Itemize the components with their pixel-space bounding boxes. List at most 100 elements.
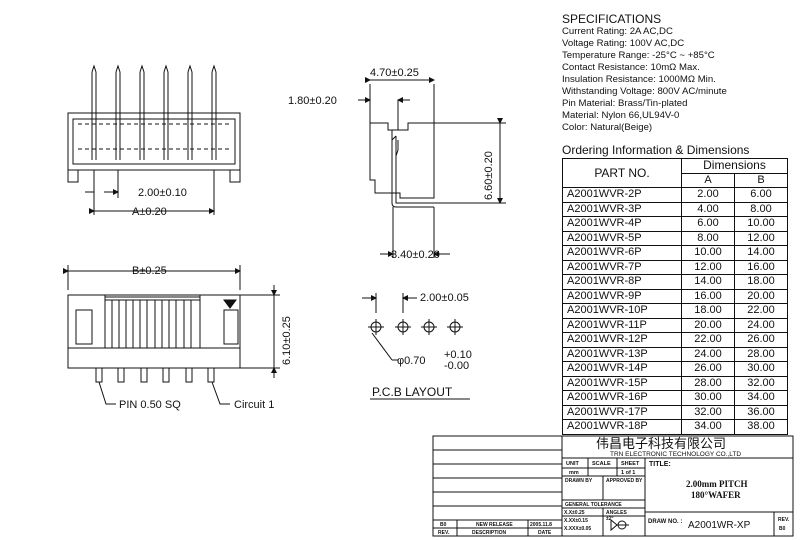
table-cell-part: A2001WVR-14P [562, 361, 682, 377]
table-cell-a: 28.00 [681, 375, 735, 391]
spec-line: Withstanding Voltage: 800V AC/minute [562, 86, 727, 97]
title-label: TITLE: [649, 461, 671, 468]
table-cell-part: A2001WVR-2P [562, 187, 682, 203]
tolerance-1: X.X±0.25 [564, 510, 585, 516]
drawing-title-line2: 180°WAFER [691, 490, 741, 500]
table-cell-b: 24.00 [734, 317, 788, 333]
scale-header: SCALE [592, 461, 611, 467]
circuit-one-label: Circuit 1 [234, 399, 274, 411]
ordering-title: Ordering Information & Dimensions [562, 143, 750, 157]
table-cell-part: A2001WVR-15P [562, 375, 682, 391]
table-cell-part: A2001WVR-17P [562, 404, 682, 420]
table-cell-part: A2001WVR-13P [562, 346, 682, 362]
table-cell-a: 24.00 [681, 346, 735, 362]
table-cell-b: 26.00 [734, 332, 788, 348]
table-cell-part: A2001WVR-11P [562, 317, 682, 333]
dimensions-header: Dimensions [681, 158, 788, 174]
company-name-en: TRN ELECTRONIC TECHNOLOGY CO.,LTD [610, 451, 741, 458]
dim-side-width-label: 4.70±0.25 [370, 67, 419, 79]
table-cell-b: 14.00 [734, 245, 788, 261]
table-cell-b: 22.00 [734, 303, 788, 319]
table-cell-a: 12.00 [681, 259, 735, 275]
dim-side-offset-label: 1.80±0.20 [288, 95, 337, 107]
table-cell-b: 30.00 [734, 361, 788, 377]
drawing-number: A2001WR-XP [688, 520, 751, 531]
table-cell-a: 22.00 [681, 332, 735, 348]
specifications-title: SPECIFICATIONS [562, 12, 662, 26]
spec-line: Color: Natural(Beige) [562, 122, 653, 133]
table-cell-a: 32.00 [681, 404, 735, 420]
general-tolerance-label: GENERAL TOLERANCE [565, 502, 622, 508]
rev-number: B0 [779, 526, 786, 532]
dim-pcb-pitch-label: 2.00±0.05 [420, 292, 469, 304]
rev-row-desc: NEW RELEASE [476, 522, 513, 528]
table-cell-b: 10.00 [734, 216, 788, 232]
table-cell-b: 20.00 [734, 288, 788, 304]
dimension-b-header: B [734, 172, 788, 188]
angles-label: ANGLES [606, 510, 628, 516]
tolerance-3: X.XXX±0.05 [564, 526, 591, 532]
dim-side-foot-label: 3.40±0.20 [391, 249, 440, 261]
dim-hole-dia-label: φ0.70 [397, 355, 426, 367]
table-cell-a: 8.00 [681, 230, 735, 246]
table-cell-a: 10.00 [681, 245, 735, 261]
table-cell-part: A2001WVR-3P [562, 201, 682, 217]
table-cell-b: 18.00 [734, 274, 788, 290]
table-cell-b: 28.00 [734, 346, 788, 362]
unit-value: mm [569, 470, 579, 476]
company-name-cn: 伟昌电子科技有限公司 [596, 437, 726, 452]
tolerance-2: X.XX±0.15 [564, 518, 588, 524]
table-cell-a: 34.00 [681, 419, 735, 435]
table-cell-part: A2001WVR-12P [562, 332, 682, 348]
pin-size-label: PIN 0.50 SQ [119, 399, 181, 411]
dim-hole-tol-plus: +0.10 [444, 349, 472, 361]
dim-b-label: B±0.25 [132, 265, 167, 277]
side-view [358, 77, 506, 258]
table-cell-part: A2001WVR-8P [562, 274, 682, 290]
dim-side-height-label: 6.60±0.20 [483, 151, 495, 200]
table-cell-part: A2001WVR-7P [562, 259, 682, 275]
approved-by-label: APPROVED BY [606, 478, 643, 484]
table-cell-part: A2001WVR-6P [562, 245, 682, 261]
rev-label: REV. [778, 517, 790, 523]
table-cell-a: 6.00 [681, 216, 735, 232]
title-block [432, 435, 794, 537]
front-view [67, 64, 241, 215]
unit-header: UNIT [566, 461, 579, 467]
table-cell-part: A2001WVR-10P [562, 303, 682, 319]
pcb-layout-label: P.C.B LAYOUT [372, 385, 453, 399]
table-cell-b: 34.00 [734, 390, 788, 406]
table-cell-b: 38.00 [734, 419, 788, 435]
table-cell-b: 6.00 [734, 187, 788, 203]
table-cell-a: 4.00 [681, 201, 735, 217]
table-cell-b: 36.00 [734, 404, 788, 420]
pcb-layout [362, 293, 470, 400]
table-cell-a: 14.00 [681, 274, 735, 290]
part-number-header: PART NO. [562, 158, 682, 188]
table-cell-part: A2001WVR-4P [562, 216, 682, 232]
spec-line: Current Rating: 2A AC,DC [562, 26, 673, 37]
dimension-a-header: A [681, 172, 735, 188]
drawing-title-line1: 2.00mm PITCH [686, 479, 748, 489]
front-view-pins [91, 64, 217, 160]
rev-row-date: 2005.11.8 [530, 522, 552, 528]
table-cell-b: 32.00 [734, 375, 788, 391]
table-cell-part: A2001WVR-9P [562, 288, 682, 304]
table-cell-part: A2001WVR-18P [562, 419, 682, 435]
description-column-header: DESCRIPTION [472, 530, 507, 536]
